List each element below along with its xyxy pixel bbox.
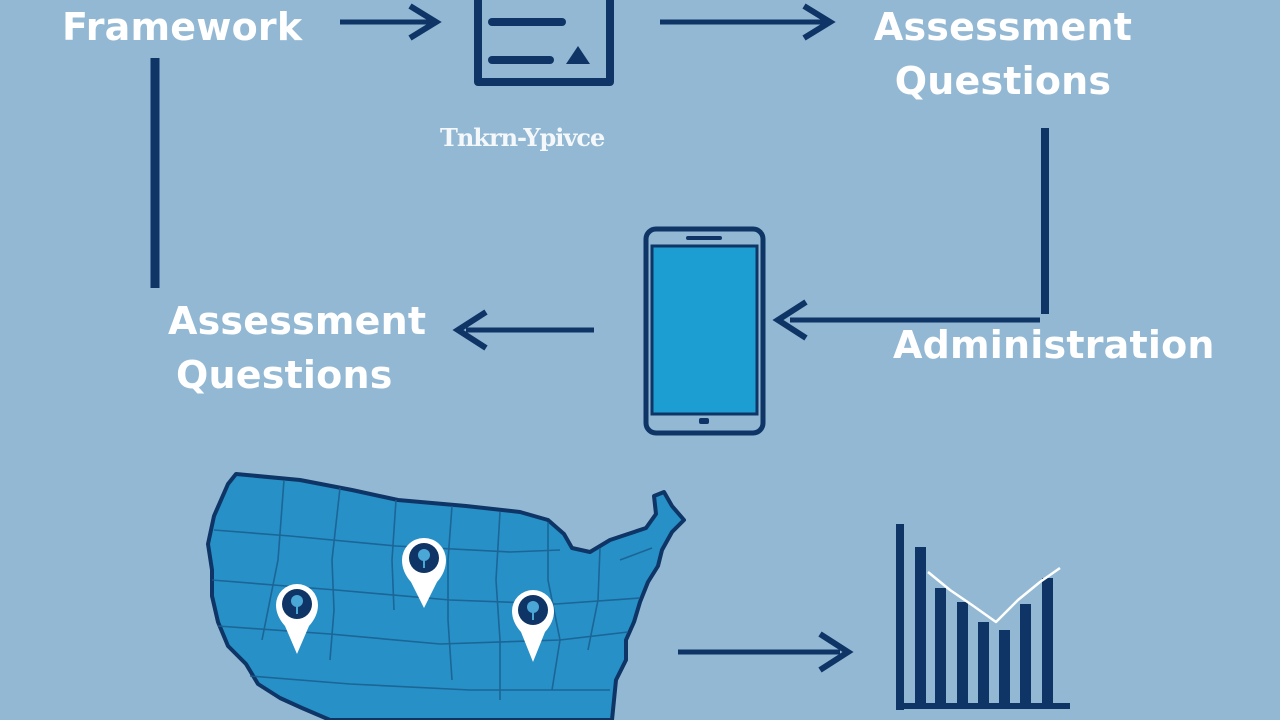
tablet-icon [643, 226, 766, 436]
assessment-questions-left-line1: Assessment [168, 299, 427, 343]
document-caption: Tnkrn-Ypivce [440, 123, 605, 152]
arrow-tablet-to-assessment-left [452, 309, 594, 351]
location-pin-east [512, 590, 554, 662]
arrow-map-to-chart [678, 631, 854, 673]
assessment-questions-top-line1: Assessment [873, 5, 1133, 49]
assessment-questions-left-line2: Questions [176, 353, 393, 397]
assessment-questions-top-label: Assessment Questions [873, 0, 1133, 108]
arrow-administration-to-tablet [772, 299, 1040, 341]
assessment-questions-top-line2: Questions [894, 59, 1112, 103]
arrow-document-to-assessment [660, 3, 836, 41]
arrow-framework-to-document [340, 3, 442, 41]
location-pin-north [402, 538, 446, 608]
document-icon [474, 0, 614, 86]
bar-chart-icon [896, 524, 1070, 710]
assessment-questions-left-label: Assessment Questions [168, 294, 426, 402]
us-map-icon [206, 472, 686, 720]
administration-label: Administration [893, 323, 1215, 367]
location-pin-west [276, 584, 318, 654]
framework-label: Framework [62, 5, 303, 49]
